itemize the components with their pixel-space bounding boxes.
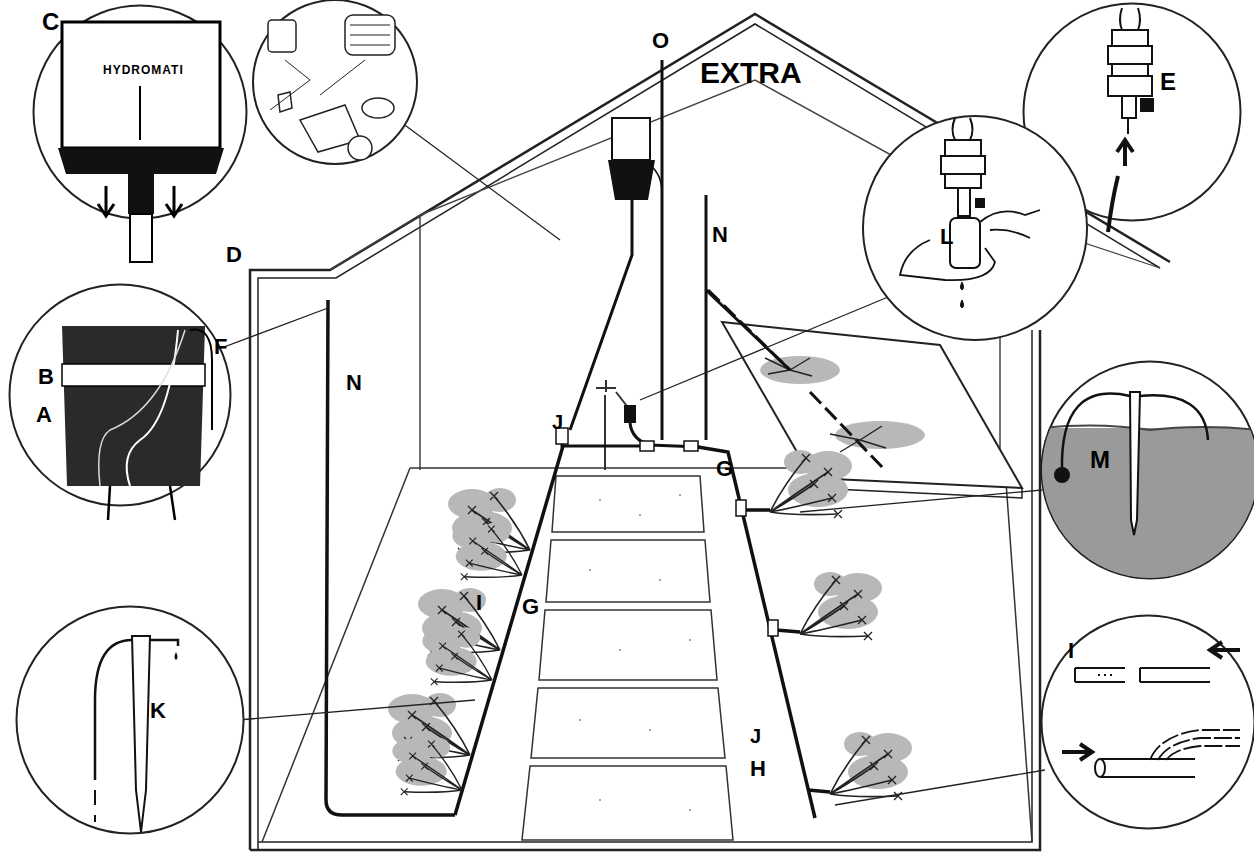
callout-letter: G [716, 458, 733, 480]
callout-letter: J [750, 726, 761, 746]
detail-circle: K [15, 605, 245, 835]
circle-shape [34, 6, 247, 219]
detail-circle: C HYDROMATI [32, 4, 248, 220]
callout-letter: I [1068, 640, 1074, 662]
callout-letter: N [346, 372, 362, 394]
detail-circle: I [1040, 614, 1254, 830]
callout-letter: F [214, 336, 227, 358]
callout-letter: N [712, 224, 728, 246]
callout-letter: J [552, 412, 563, 432]
callout-letter: O [652, 30, 669, 52]
circle-outline [863, 116, 1087, 340]
callout-letter: L [940, 226, 953, 248]
detail-circle: M [1040, 360, 1254, 580]
callout-letter: A [36, 404, 52, 426]
circle-outline [1040, 360, 1254, 580]
circle-outline [15, 605, 245, 835]
circle-shape [10, 285, 231, 506]
brand-label: HYDROMATI [103, 64, 184, 76]
circle-shape [865, 118, 1086, 339]
callout-letter: G [522, 596, 539, 618]
extra-label: EXTRA [700, 58, 802, 88]
circle-shape [17, 607, 244, 834]
callout-letter: I [476, 592, 482, 614]
detail-circle: L [863, 116, 1087, 340]
callout-letter: K [150, 700, 166, 722]
callout-letter: H [750, 758, 766, 780]
callout-letter: D [226, 244, 242, 266]
callout-letter: C [42, 10, 59, 34]
detail-circle: B F A [8, 283, 232, 507]
callout-letter: E [1160, 70, 1176, 94]
circle-outline [32, 4, 248, 220]
circle-shape [1042, 362, 1254, 579]
callout-letter: B [38, 366, 54, 388]
callout-letter: M [1090, 448, 1110, 472]
circle-shape [1042, 616, 1254, 829]
circle-outline [8, 283, 232, 507]
